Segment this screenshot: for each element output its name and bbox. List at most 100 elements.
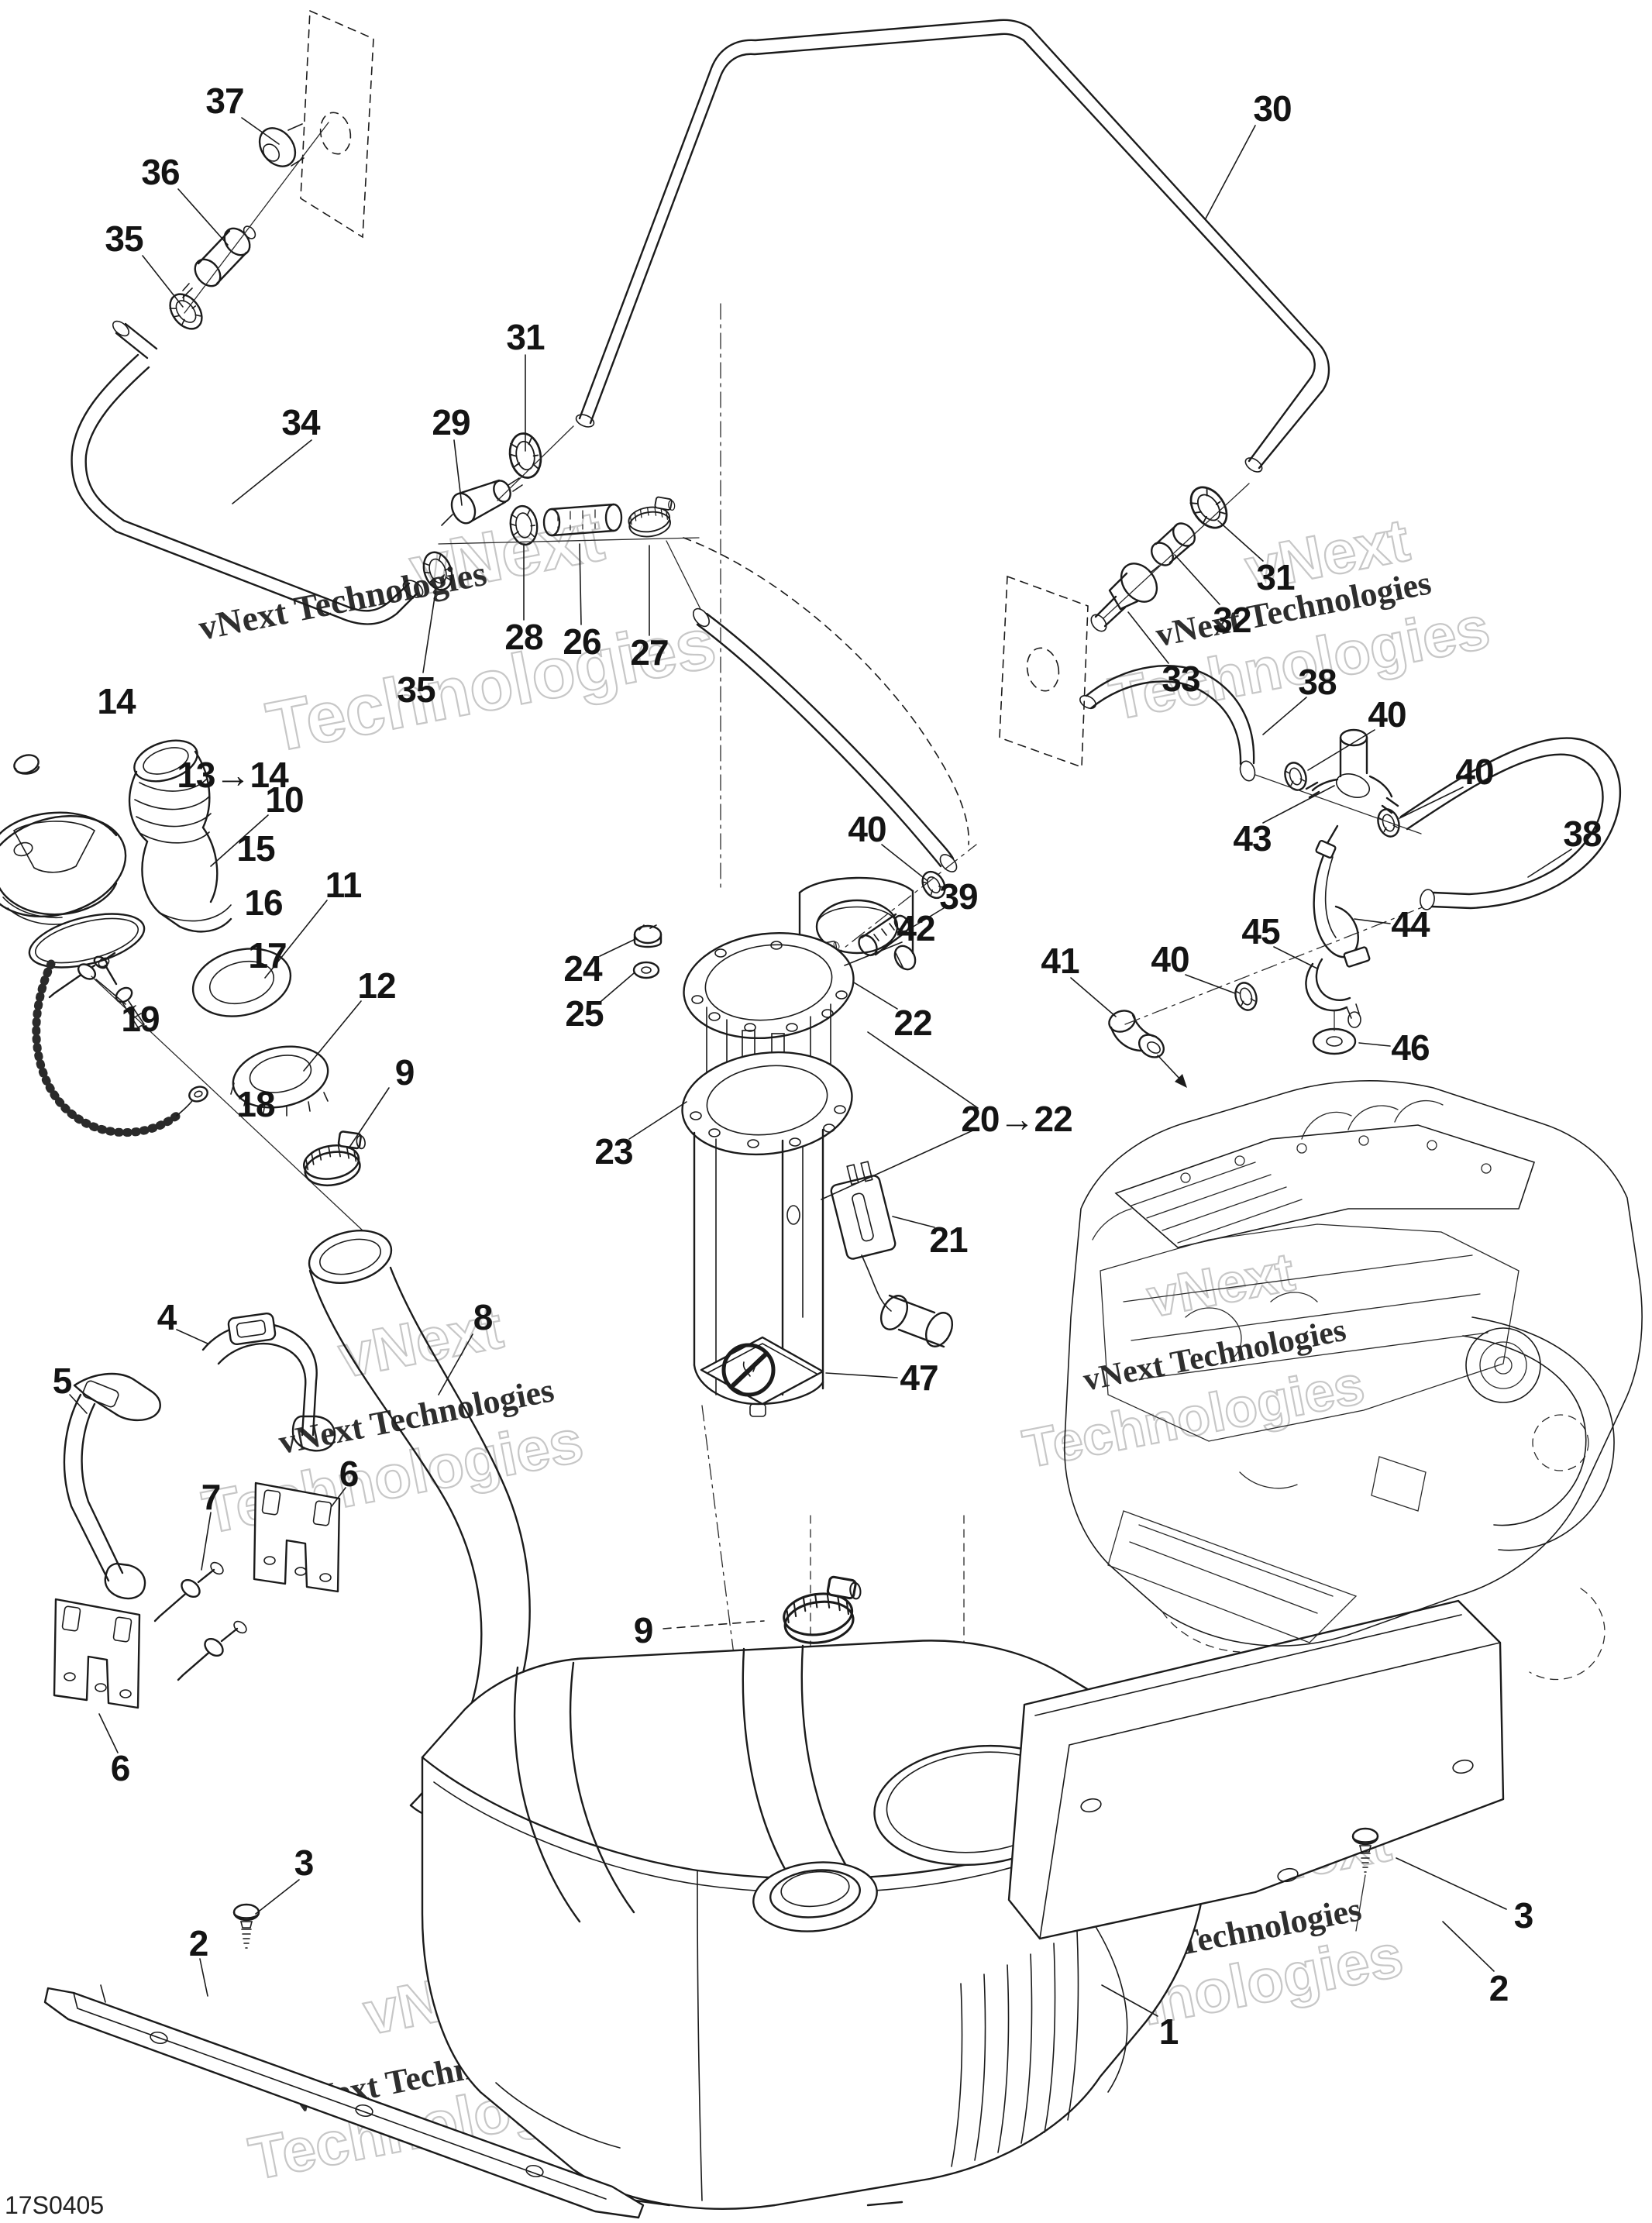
callout-16: 16 — [244, 883, 283, 923]
axis-vent-stack — [184, 122, 329, 314]
callout-9: 9 — [633, 1610, 654, 1650]
callout-31: 31 — [1256, 557, 1295, 597]
supply-hose — [693, 607, 958, 872]
hose-clamp-27 — [625, 494, 680, 540]
axis-neck-stack — [91, 976, 363, 1231]
callout-7: 7 — [201, 1477, 222, 1517]
valve-32 — [1151, 522, 1196, 566]
callout-12: 12 — [357, 965, 396, 1006]
axis-41-45 — [1124, 906, 1425, 1025]
fuel-hose-38-right — [1399, 737, 1622, 910]
arrow-41-line — [1157, 1055, 1183, 1082]
support-clamp-45 — [1305, 946, 1371, 1028]
rivet-19 — [48, 951, 116, 999]
nut-24 — [633, 924, 663, 948]
engine — [1064, 1080, 1643, 1681]
vent-panel-left — [300, 9, 374, 239]
callout-41: 41 — [1041, 941, 1079, 981]
callout-29: 29 — [432, 402, 470, 442]
strap-4 — [201, 1312, 336, 1452]
drawing-number: 17S0405 — [5, 2191, 105, 2219]
hose-clamp-9-lower — [777, 1571, 869, 1649]
callout-27: 27 — [630, 632, 669, 673]
grommet-37 — [258, 123, 305, 167]
callout-15: 15 — [236, 828, 275, 869]
check-valve-36 — [182, 225, 256, 298]
callout-2: 2 — [188, 1923, 209, 1963]
callout-18: 18 — [236, 1084, 275, 1124]
warning-sticker-47 — [700, 1336, 824, 1406]
ring-nut-12 — [230, 1045, 329, 1117]
callout-33: 33 — [1162, 659, 1200, 699]
callout-36: 36 — [141, 152, 180, 192]
callout-40: 40 — [848, 809, 886, 849]
axis-33-row — [1103, 483, 1250, 619]
watermark-text: vNext Technologies — [195, 553, 490, 648]
callout-17: 17 — [248, 935, 287, 976]
bracket-6-left — [53, 1598, 141, 1709]
callout-4: 4 — [157, 1297, 177, 1337]
callout-43: 43 — [1233, 818, 1272, 859]
fitting-33 — [1090, 563, 1160, 632]
callout-6: 6 — [110, 1748, 131, 1788]
callout-25: 25 — [565, 993, 604, 1034]
axis-27-hose — [666, 540, 701, 610]
fuel-hose-38-left — [1079, 665, 1256, 782]
heat-shield-plate-right — [1007, 1599, 1505, 1940]
washer-25 — [632, 961, 660, 979]
callout-34: 34 — [281, 402, 320, 442]
callout-1: 1 — [1158, 2011, 1179, 2052]
routing-curve — [683, 537, 970, 845]
callout-23: 23 — [594, 1131, 633, 1172]
washer-46 — [1312, 1027, 1357, 1055]
callout-3: 3 — [294, 1843, 315, 1883]
cable-tie-44 — [1313, 824, 1359, 958]
callout-31: 31 — [506, 317, 545, 357]
vent-panel-right — [999, 575, 1089, 769]
callout-3: 3 — [1513, 1895, 1534, 1936]
fuel-pump-module — [681, 876, 954, 1417]
callout-10: 10 — [265, 779, 304, 820]
callout-22: 22 — [893, 1003, 932, 1043]
callout-44: 44 — [1391, 904, 1430, 945]
callout-30: 30 — [1253, 88, 1292, 129]
eyelet-18 — [188, 1086, 208, 1103]
pins-7 — [153, 1561, 247, 1681]
support-rail-left — [43, 1984, 645, 2219]
callout-42: 42 — [897, 908, 935, 948]
inline-filter-26 — [542, 503, 623, 537]
axis-screw-right — [1355, 1874, 1366, 1932]
strap-5 — [63, 1372, 161, 1600]
fuel-tank — [421, 1640, 1207, 2210]
callout-20-22: 20→22 — [961, 1099, 1072, 1139]
callout-40: 40 — [1368, 694, 1406, 735]
vent-hose-30 — [575, 19, 1330, 473]
callout-11: 11 — [325, 865, 363, 905]
seal-31-right — [1182, 479, 1235, 536]
callout-21: 21 — [929, 1220, 968, 1260]
elbow-fitting-41 — [1108, 1010, 1165, 1058]
callout-35: 35 — [397, 669, 435, 710]
callout-9: 9 — [394, 1052, 415, 1093]
check-valve-29 — [441, 477, 523, 526]
callout-40: 40 — [1455, 752, 1494, 792]
callout-38: 38 — [1563, 814, 1602, 854]
callout-19: 19 — [121, 999, 160, 1039]
watermark-text: Technologies — [261, 604, 722, 768]
arrow-41-head — [1175, 1074, 1187, 1088]
o-ring-15 — [28, 913, 146, 969]
vent-hose-34 — [71, 320, 424, 625]
hose-clamp-9-upper — [298, 1126, 373, 1191]
callout-8: 8 — [473, 1297, 494, 1337]
callout-40: 40 — [1151, 939, 1189, 979]
callout-38: 38 — [1298, 662, 1337, 702]
fuel-cap-13 — [0, 811, 127, 925]
washer-11 — [191, 948, 292, 1017]
callout-45: 45 — [1241, 911, 1280, 951]
callout-28: 28 — [504, 617, 543, 657]
oring-40-a — [1280, 759, 1311, 794]
axis-tee — [1254, 774, 1422, 834]
watermark-text: vNext — [1142, 1241, 1299, 1329]
